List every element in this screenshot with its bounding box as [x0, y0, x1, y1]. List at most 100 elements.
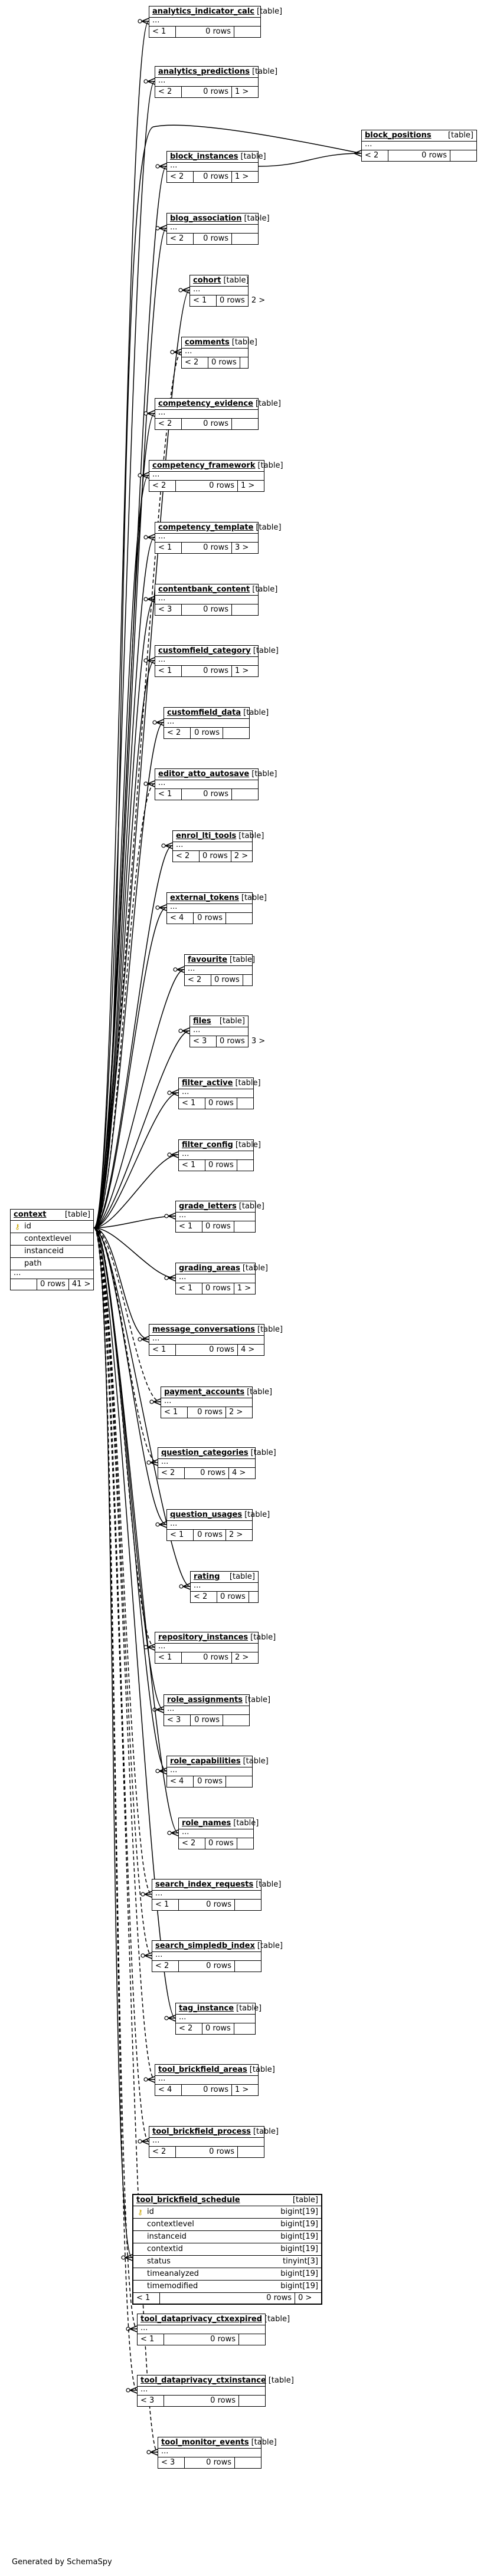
table-name-link[interactable]: question_usages — [170, 1510, 243, 1519]
table-name-link[interactable]: grade_letters — [179, 1202, 237, 1211]
table-name-link[interactable]: block_instances — [170, 152, 238, 161]
table-name-link[interactable]: context — [14, 1210, 47, 1219]
table-name-link[interactable]: role_assignments — [167, 1696, 243, 1704]
table-name-link[interactable]: search_simpledb_index — [155, 1941, 255, 1950]
table-tool-dataprivacy-ctxinstance[interactable]: tool_dataprivacy_ctxinstance[table]...< … — [137, 2375, 294, 2407]
table-name-link[interactable]: message_conversations — [152, 1325, 255, 1334]
table-name-link[interactable]: favourite — [188, 955, 227, 964]
table-name-link[interactable]: filter_active — [182, 1079, 233, 1087]
table-name-link[interactable]: payment_accounts — [164, 1388, 245, 1397]
table-name-link[interactable]: rating — [194, 1572, 220, 1581]
table-name-link[interactable]: contentbank_content — [158, 585, 250, 594]
table-name-link[interactable]: tool_monitor_events — [161, 2438, 249, 2447]
table-name-link[interactable]: role_names — [182, 1819, 231, 1828]
row-count: 0 rows — [217, 1592, 249, 1602]
table-tool-dataprivacy-ctxexpired[interactable]: tool_dataprivacy_ctxexpired[table]...< 1… — [137, 2314, 290, 2345]
columns-ellipsis: ... — [176, 1273, 255, 1283]
columns-ellipsis: ... — [149, 2137, 264, 2147]
table-name-link[interactable]: customfield_data — [167, 708, 241, 717]
table-name-link[interactable]: comments — [185, 338, 230, 347]
table-name-link[interactable]: tool_brickfield_process — [152, 2127, 251, 2136]
table-name-link[interactable]: competency_template — [158, 523, 254, 532]
table-name-link[interactable]: files — [193, 1017, 211, 1026]
table-header: role_capabilities[table] — [167, 1756, 269, 1767]
table-name-link[interactable]: analytics_indicator_calc — [152, 7, 254, 16]
table-name-link[interactable]: search_index_requests — [155, 1880, 254, 1889]
table-name-link[interactable]: tool_dataprivacy_ctxexpired — [140, 2315, 263, 2324]
table-name-link[interactable]: tool_brickfield_areas — [158, 2065, 247, 2074]
table-name-link[interactable]: cohort — [193, 276, 221, 285]
table-name-link[interactable]: tag_instance — [179, 2004, 234, 2013]
table-name-link[interactable]: grading_areas — [179, 1264, 240, 1273]
table-name-link[interactable]: external_tokens — [170, 893, 239, 902]
children-count — [239, 2396, 265, 2406]
table-name-link[interactable]: editor_atto_autosave — [158, 770, 250, 778]
edge-context-files — [93, 1030, 190, 1228]
edge-context-grade-letters — [93, 1215, 176, 1228]
table-name-link[interactable]: competency_evidence — [158, 399, 253, 408]
edge-context-favourite — [93, 969, 185, 1228]
column-type: bigint[19] — [280, 2269, 318, 2278]
table-name-link[interactable]: block_positions — [365, 131, 432, 140]
table-tool-brickfield-schedule[interactable]: tool_brickfield_schedule[table]idbigint[… — [132, 2194, 322, 2305]
optional-marker — [140, 1892, 145, 1897]
table-header: block_instances[table] — [167, 152, 266, 163]
table-name-link[interactable]: enrol_lti_tools — [176, 832, 237, 840]
table-name-link[interactable]: competency_framework — [152, 461, 256, 470]
columns-ellipsis: ... — [155, 1642, 258, 1652]
table-name-link[interactable]: tool_dataprivacy_ctxinstance — [140, 2376, 266, 2385]
row-count: 0 rows — [194, 172, 232, 182]
table-name-link[interactable]: customfield_category — [158, 646, 251, 655]
table-name-link[interactable]: question_categories — [161, 1448, 249, 1457]
table-name-link[interactable]: filter_config — [182, 1141, 233, 1149]
table-name-link[interactable]: blog_association — [170, 214, 242, 223]
table-name-link[interactable]: tool_brickfield_schedule — [136, 2196, 240, 2204]
table-context[interactable]: context[table]idcontextlevelinstanceidpa… — [10, 1209, 94, 1290]
table-name-link[interactable]: analytics_predictions — [158, 67, 250, 76]
table-name-link[interactable]: repository_instances — [158, 1633, 249, 1642]
table-type-label: [table] — [238, 832, 264, 840]
optional-marker — [143, 658, 148, 663]
table-header: context[table] — [11, 1210, 93, 1221]
table-name-link[interactable]: role_capabilities — [170, 1757, 241, 1766]
